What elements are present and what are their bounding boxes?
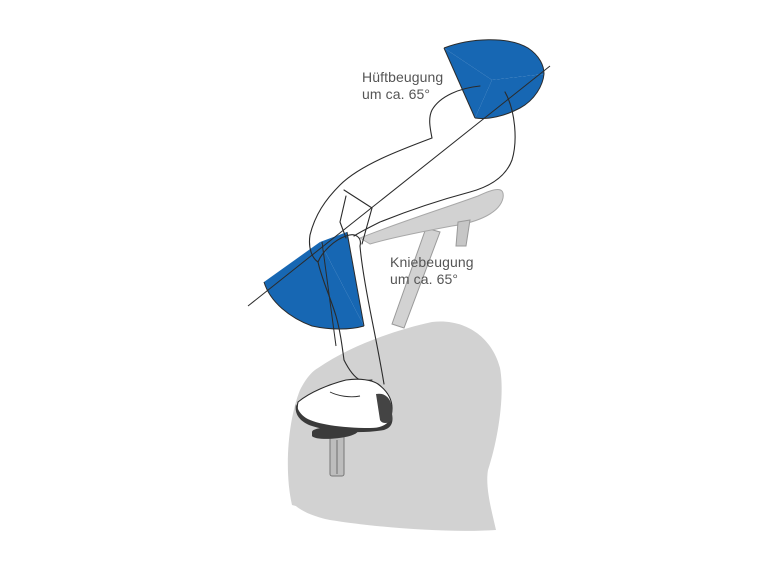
hip-flexion-label-line2: um ca. 65°	[362, 86, 431, 102]
hip-flexion-label: Hüftbeugung um ca. 65°	[362, 69, 443, 103]
chair-base	[292, 470, 496, 531]
chair-silhouette	[287, 321, 502, 530]
angle-reference-lines	[247, 39, 551, 347]
knee-angle-fill	[264, 242, 364, 329]
knee-angle-wedge	[264, 232, 364, 329]
shoe-sole	[295, 404, 393, 433]
saddle-chair	[287, 189, 504, 531]
seat-post	[391, 227, 441, 329]
shoe	[295, 378, 393, 433]
saddle-seat	[358, 189, 504, 245]
thigh-top-outline	[429, 85, 481, 139]
knee-flexion-label-line2: um ca. 65°	[390, 271, 459, 287]
shoe-heel	[376, 393, 392, 423]
knee-flexion-label-line1: Kniebeugung	[390, 254, 474, 270]
knee-flexion-label: Kniebeugung um ca. 65°	[390, 254, 474, 288]
saddle-knob	[455, 219, 471, 247]
hip-angle-fill	[444, 39, 544, 80]
hip-flexion-label-line1: Hüftbeugung	[362, 69, 444, 85]
hip-angle-wedge	[444, 39, 544, 119]
